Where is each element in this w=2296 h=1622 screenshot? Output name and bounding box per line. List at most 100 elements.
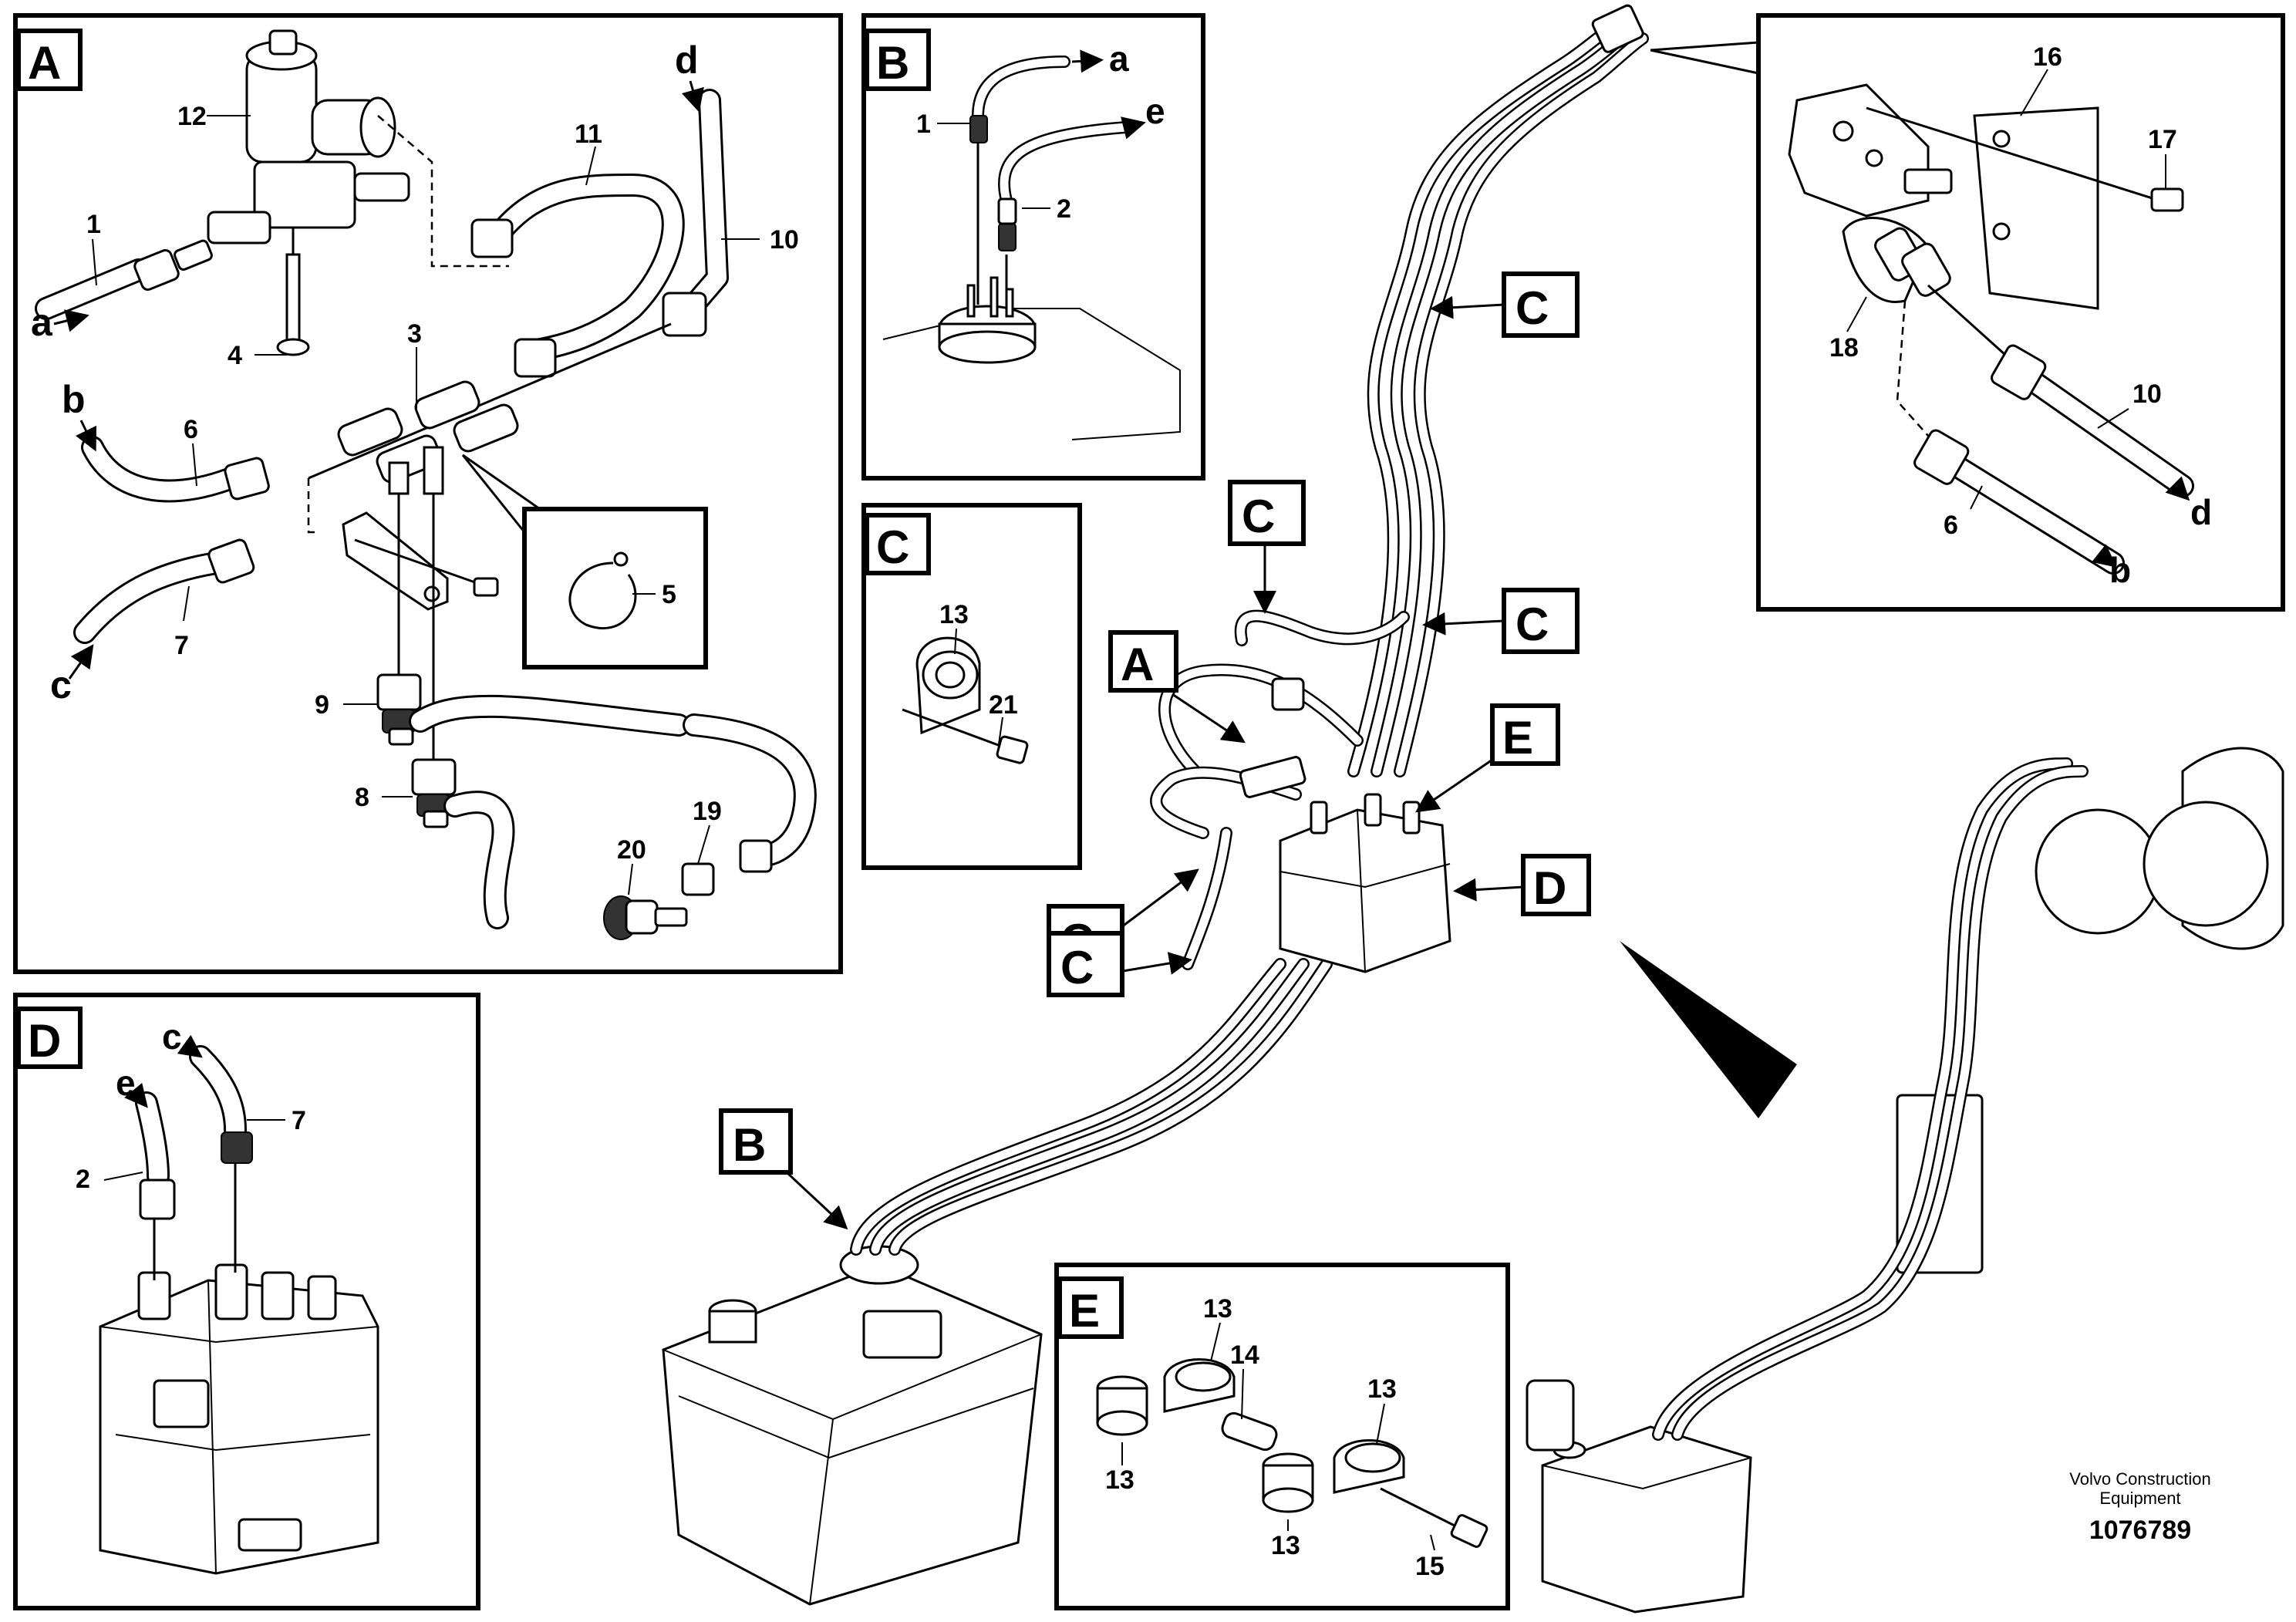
- panel-b-tag: [865, 29, 931, 91]
- pump-unit: [1788, 83, 2184, 310]
- e-label-14: 14: [1230, 1340, 1259, 1370]
- b-label-2: 2: [1057, 194, 1071, 224]
- panel-c-frame: [861, 503, 1082, 870]
- maker-line1: Volvo Construction: [2069, 1469, 2210, 1489]
- f-label-16: 16: [2033, 42, 2062, 72]
- label-11: 11: [575, 120, 602, 149]
- label-7: 7: [174, 631, 189, 660]
- label-3: 3: [407, 319, 422, 349]
- b-end-a: a: [1109, 39, 1129, 79]
- panel-e: E 13 14 13 13 13 15: [1054, 1263, 1510, 1610]
- view-pointer: [1620, 941, 1797, 1118]
- svg-text:D: D: [1533, 862, 1566, 914]
- e-label-13a: 13: [1203, 1294, 1232, 1324]
- label-19: 19: [693, 797, 722, 826]
- panel-a-frame: [13, 13, 843, 974]
- d-hose-6: [1913, 429, 2125, 575]
- panel-b-frame: [861, 13, 1205, 481]
- d-hose-7: [189, 1045, 253, 1164]
- f-label-6: 6: [1944, 511, 1958, 540]
- overview-tag-d: D: [1453, 854, 1591, 916]
- d-label-7: 7: [292, 1106, 306, 1135]
- svg-text:C: C: [1515, 282, 1549, 334]
- overview-tag-a: A: [1108, 630, 1246, 744]
- end-d: d: [675, 39, 699, 82]
- overview-tag-c5: C: [1047, 931, 1192, 997]
- f-end-d: d: [2190, 492, 2212, 532]
- fitting-8: [411, 758, 457, 828]
- panel-e-frame: [1054, 1263, 1510, 1610]
- clip-detail-frame: [522, 507, 708, 669]
- panel-b: B a e 1 2: [861, 13, 1205, 481]
- plug-20: [603, 895, 688, 940]
- machine-overview: [1526, 747, 2284, 1614]
- f-label-10: 10: [2132, 379, 2162, 409]
- panel-d-tag: [16, 1007, 83, 1069]
- panel-c-letter: C: [876, 521, 909, 573]
- overview-tag-c3: C: [1422, 588, 1580, 654]
- harness-up: [1347, 4, 1649, 777]
- c-label-13: 13: [939, 600, 969, 629]
- d-end-c: c: [162, 1017, 182, 1057]
- label-10: 10: [770, 225, 799, 255]
- dosing-module: [99, 1263, 379, 1575]
- hose-6: [81, 436, 270, 503]
- panel-c: C 13 21: [861, 503, 1082, 870]
- clamp-19: [681, 862, 715, 896]
- hose-11: [470, 174, 685, 378]
- bracket-18: [1842, 217, 1951, 303]
- panel-a-tag: [16, 29, 83, 91]
- label-5: 5: [662, 580, 676, 609]
- svg-text:C: C: [1515, 599, 1549, 650]
- e-label-13d: 13: [1271, 1531, 1300, 1560]
- overview-assembly: C C C C C A E: [662, 4, 2284, 1614]
- f-label-17: 17: [2148, 125, 2177, 154]
- svg-text:A: A: [1121, 639, 1154, 690]
- hose-7: [73, 538, 255, 644]
- panel-d-letter: D: [28, 1015, 61, 1067]
- label-20: 20: [617, 835, 646, 865]
- b-hose-1: [969, 56, 1070, 143]
- svg-text:B: B: [733, 1119, 766, 1171]
- f-end-b: b: [2109, 550, 2131, 590]
- tank-sender: [882, 139, 1181, 440]
- label-12: 12: [177, 102, 207, 131]
- d-label-2: 2: [76, 1165, 90, 1194]
- end-b: b: [62, 378, 86, 421]
- overview-tag-e: E: [1415, 703, 1560, 813]
- maker-line2: Equipment: [2099, 1489, 2180, 1508]
- bracket: [342, 511, 499, 611]
- svg-text:E: E: [1502, 712, 1533, 764]
- label-1: 1: [86, 210, 101, 239]
- b-label-1: 1: [916, 110, 931, 139]
- harness-tank-module: [850, 958, 1333, 1256]
- b-hose-2: [997, 121, 1132, 251]
- overview-tag-c2: C: [1228, 480, 1306, 614]
- end-a: a: [31, 301, 53, 344]
- panel-e-tag: [1057, 1276, 1124, 1339]
- e-label-13b: 13: [1105, 1465, 1135, 1495]
- center-dosing-module: [1279, 793, 1451, 973]
- solenoid-valve: [207, 29, 410, 356]
- f-label-18: 18: [1829, 333, 1859, 363]
- panel-c-tag: [865, 513, 931, 575]
- footer: Volvo Construction Equipment 1076789: [2069, 1469, 2210, 1545]
- label-9: 9: [315, 690, 329, 720]
- fitting-9: [376, 673, 422, 746]
- drawing-number: 1076789: [2089, 1516, 2191, 1545]
- panel-a: A: [13, 13, 843, 974]
- overview-tag-b: B: [719, 1108, 848, 1230]
- grommet-clamp: [902, 636, 1029, 764]
- panel-detail-pump: 16 17 18 10 d 6 b: [1650, 13, 2285, 612]
- hose-1: [35, 239, 213, 320]
- return-hose: [409, 694, 817, 929]
- label-4: 4: [228, 341, 242, 370]
- d-hose-2: [135, 1091, 176, 1220]
- panel-e-letter: E: [1069, 1285, 1100, 1337]
- b-end-e: e: [1145, 91, 1165, 131]
- svg-text:C: C: [1060, 942, 1094, 993]
- panel-a-letter: A: [28, 37, 61, 89]
- hose-10: [662, 89, 729, 337]
- center-valve-area: [1150, 609, 1410, 970]
